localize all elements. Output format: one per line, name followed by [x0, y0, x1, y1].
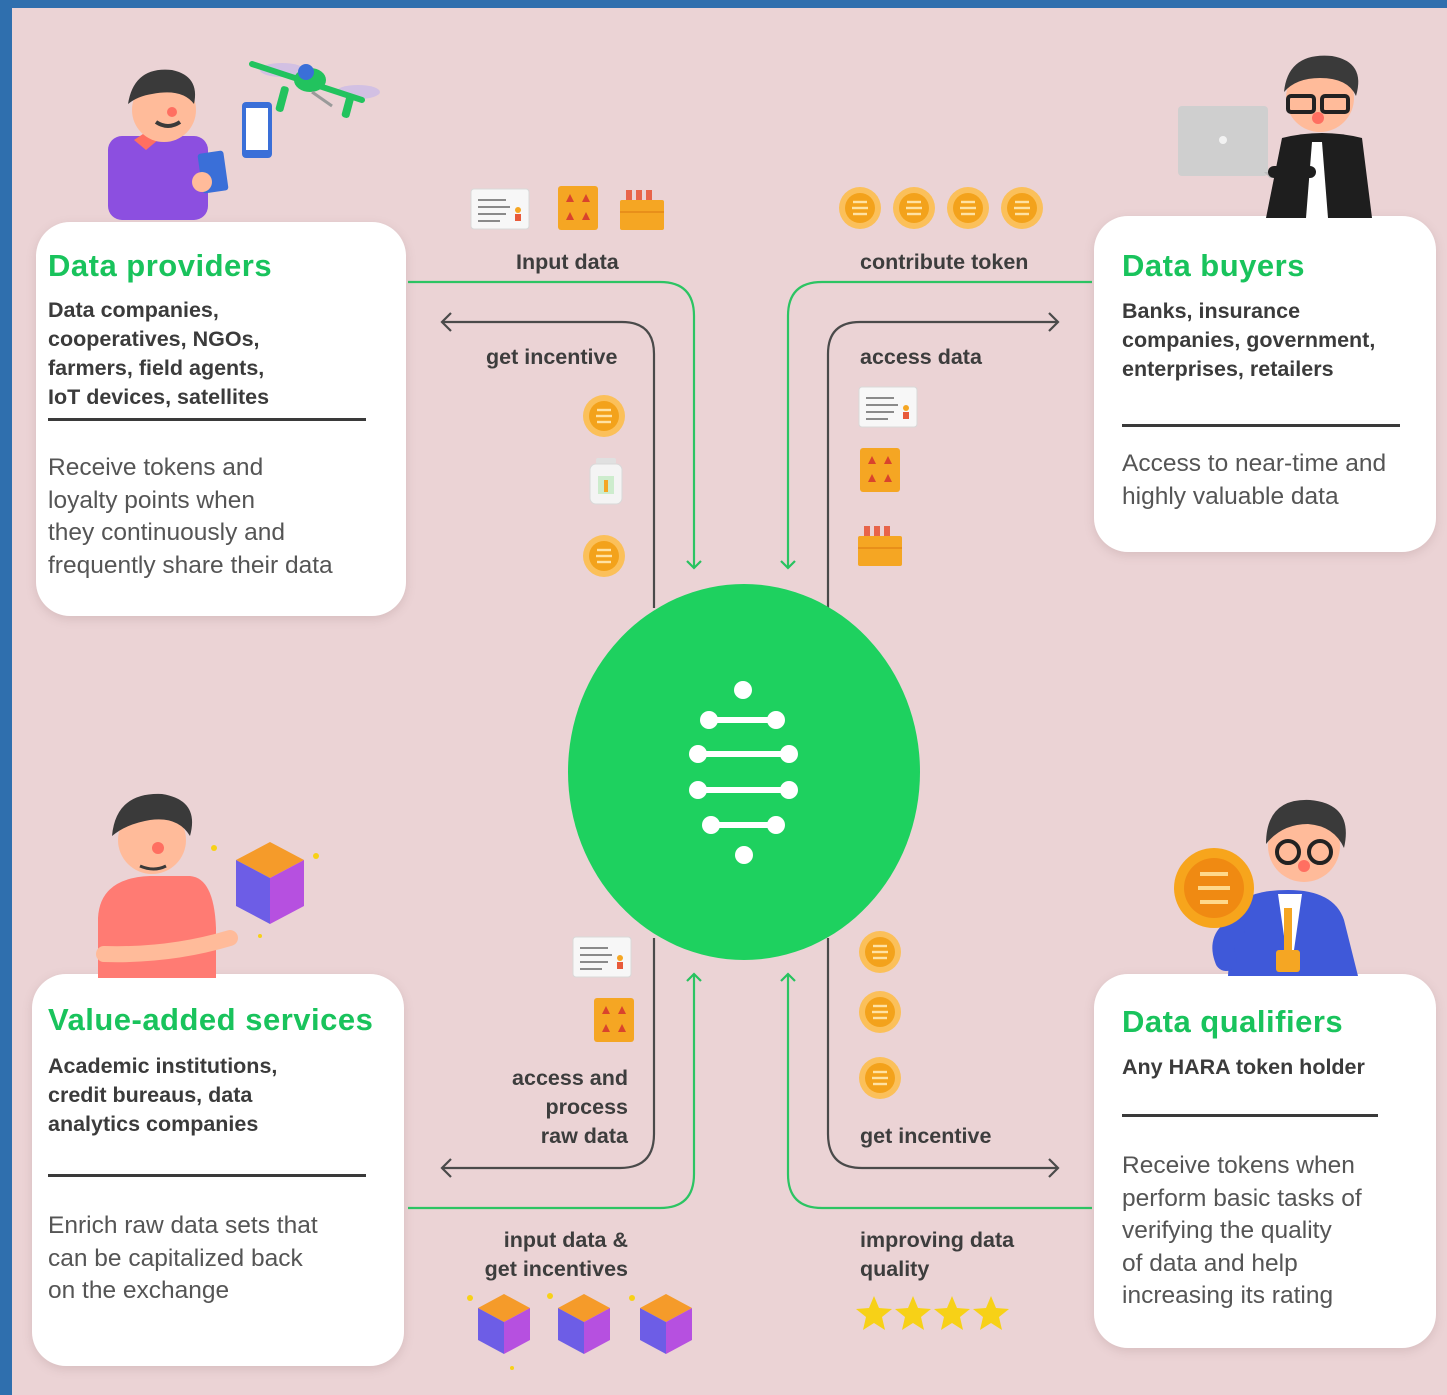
cube-group	[467, 1293, 692, 1370]
flow-label-improving-quality: improving data quality	[860, 1228, 1015, 1281]
card-divider	[1122, 424, 1400, 427]
coin-icon	[859, 931, 901, 973]
flow-label-input-get-incentives: input data & get incentives	[484, 1228, 628, 1281]
rating-stars	[856, 1296, 1009, 1330]
cube-icon	[640, 1294, 692, 1354]
flow-label-contribute-token: contribute token	[860, 250, 1029, 274]
card-subtitle: Any HARA token holder	[1122, 1055, 1365, 1079]
coin-icon	[893, 187, 935, 229]
card-data-providers: Data providers Data companies, cooperati…	[36, 222, 406, 616]
coin-icon	[1001, 187, 1043, 229]
chart-block-icon	[594, 998, 634, 1042]
phone-icon	[242, 102, 272, 158]
card-title: Data providers	[48, 248, 273, 283]
card-subtitle: Academic institutions, credit bureaus, d…	[48, 1054, 278, 1136]
card-divider	[1122, 1114, 1378, 1117]
card-description: Receive tokens and loyalty points when t…	[48, 454, 333, 579]
flow-access-process-line	[440, 938, 656, 1178]
card-title: Data buyers	[1122, 248, 1305, 283]
document-icon	[572, 936, 632, 978]
cube-icon	[478, 1294, 530, 1354]
flow-contribute-token-line	[780, 280, 1092, 570]
ecosystem-diagram: Data providers Data companies, cooperati…	[12, 8, 1447, 1395]
value-added-illustration	[96, 793, 319, 978]
flow-improving-quality-line	[780, 972, 1092, 1210]
document-icon	[858, 386, 918, 428]
card-title: Value-added services	[48, 1002, 374, 1037]
star-icon	[895, 1296, 931, 1330]
coin-icon	[583, 395, 625, 437]
coin-icon	[859, 991, 901, 1033]
star-icon	[973, 1296, 1009, 1330]
coin-icon	[583, 535, 625, 577]
dna-icon	[689, 681, 798, 864]
card-subtitle: Data companies, cooperatives, NGOs, farm…	[48, 298, 270, 409]
coin-icon	[839, 187, 881, 229]
card-description: Access to near-time and highly valuable …	[1122, 450, 1387, 510]
flow-connectors	[408, 280, 1092, 1210]
flow-get-incentive-top-line	[440, 312, 656, 608]
flow-label-get-incentive-top: get incentive	[486, 345, 618, 369]
star-icon	[934, 1296, 970, 1330]
card-data-qualifiers: Data qualifiers Any HARA token holder Re…	[1094, 974, 1436, 1348]
flow-input-data-line	[408, 280, 702, 570]
document-icon	[470, 188, 530, 230]
card-description: Enrich raw data sets that can be capital…	[48, 1212, 318, 1304]
flow-label-access-process: access and process raw data	[512, 1066, 628, 1148]
card-description: Receive tokens when perform basic tasks …	[1122, 1152, 1362, 1309]
chart-block-icon	[558, 186, 598, 230]
card-subtitle: Banks, insurance companies, government, …	[1122, 299, 1376, 381]
data-buyer-illustration	[1178, 55, 1372, 218]
card-divider	[48, 418, 366, 421]
cube-icon	[236, 842, 304, 924]
chart-block-icon	[860, 448, 900, 492]
flow-access-data-line	[826, 312, 1060, 608]
crate-icon	[858, 526, 902, 566]
coin-icon	[1174, 848, 1254, 928]
data-provider-illustration	[108, 61, 380, 220]
bottle-icon	[589, 458, 623, 505]
crate-icon	[620, 190, 664, 230]
flow-input-incentives-line	[408, 972, 702, 1210]
hara-hub	[568, 584, 920, 960]
card-title: Data qualifiers	[1122, 1004, 1344, 1039]
card-data-buyers: Data buyers Banks, insurance companies, …	[1094, 216, 1436, 552]
coin-icon	[859, 1057, 901, 1099]
coin-icon	[947, 187, 989, 229]
flow-get-incentive-bottom-line	[826, 938, 1060, 1178]
card-divider	[48, 1174, 366, 1177]
flow-label-input-data: Input data	[516, 250, 619, 274]
cube-icon	[558, 1294, 610, 1354]
flow-label-access-data: access data	[860, 345, 982, 369]
data-qualifier-illustration	[1174, 799, 1358, 976]
drone-icon	[249, 61, 380, 118]
star-icon	[856, 1296, 892, 1330]
card-value-added-services: Value-added services Academic institutio…	[32, 974, 404, 1366]
flow-label-get-incentive-bottom: get incentive	[860, 1124, 992, 1148]
